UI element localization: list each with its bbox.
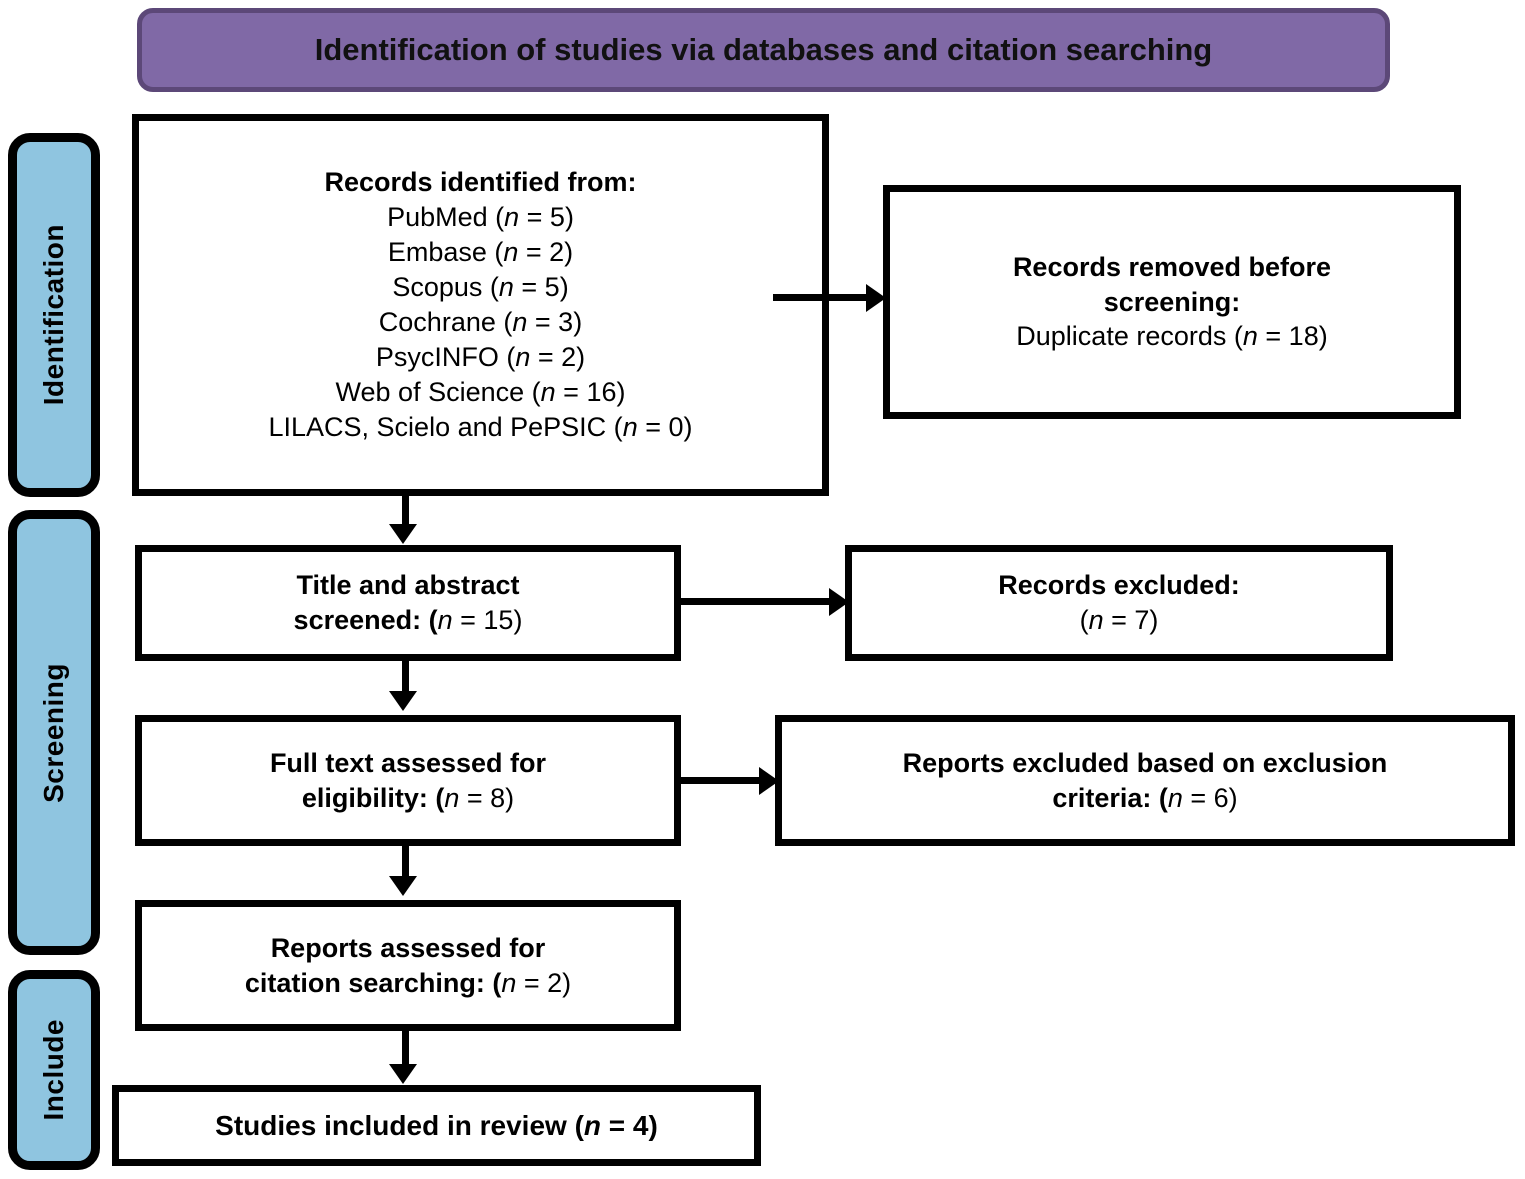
connector-screened-to-fulltext-arrowhead-icon [389, 691, 417, 711]
diagram-header-title: Identification of studies via databases … [314, 31, 1213, 67]
box-fulltext-assessed: Full text assessed for eligibility: (n =… [135, 715, 681, 846]
records-identified-source-scopus: Scopus (n = 5) [392, 271, 569, 302]
stage-pill-include: Include [8, 970, 100, 1170]
records-identified-source-web-of-science: Web of Science (n = 16) [335, 377, 626, 408]
box-records-removed: Records removed before screening: Duplic… [883, 185, 1461, 419]
records-identified-source-cochrane: Cochrane (n = 3) [378, 307, 583, 337]
stage-pill-screening: Screening [8, 510, 100, 955]
box-records-identified: Records identified from: PubMed (n = 5) … [132, 114, 829, 496]
stage-pill-screening-label: Screening [38, 662, 69, 803]
box-reports-citation-searching: Reports assessed for citation searching:… [135, 900, 681, 1031]
records-excluded-count: (n = 7) [1079, 605, 1159, 635]
records-identified-source-embase: Embase (n = 2) [387, 236, 574, 267]
diagram-header-banner: Identification of studies via databases … [137, 8, 1390, 92]
stage-pill-identification: Identification [8, 133, 100, 497]
studies-included-text: Studies included in review (n = 4) [215, 1109, 658, 1141]
citation-searching-line2: citation searching: (n = 2) [244, 967, 572, 998]
connector-identified-to-removed-line [773, 294, 873, 301]
title-abstract-screened-line2: screened: (n = 15) [293, 605, 523, 635]
records-removed-heading-line1: Records removed before [1012, 252, 1332, 283]
records-identified-source-lilacs-scielo-pepsic: LILACS, Scielo and PePSIC (n = 0) [268, 412, 693, 443]
reports-excluded-line2: criteria: (n = 6) [1052, 782, 1238, 813]
records-removed-heading-line2: screening: [1103, 286, 1241, 317]
connector-screened-to-records-excluded-arrowhead-icon [829, 588, 849, 616]
fulltext-assessed-line2: eligibility: (n = 8) [301, 782, 515, 813]
connector-citation-to-included-line [402, 1030, 409, 1068]
records-identified-heading: Records identified from: [324, 166, 637, 197]
title-abstract-screened-line1: Title and abstract [296, 570, 520, 601]
stage-pill-identification-label: Identification [38, 224, 69, 406]
citation-searching-line1: Reports assessed for [270, 932, 546, 963]
fulltext-assessed-line1: Full text assessed for [269, 747, 547, 778]
records-identified-source-pubmed: PubMed (n = 5) [387, 201, 574, 232]
connector-identified-to-screened-line [402, 494, 409, 528]
connector-fulltext-to-citation-line [402, 845, 409, 878]
connector-fulltext-to-reports-excluded-line [681, 777, 767, 784]
stage-pill-include-label: Include [38, 1019, 69, 1121]
connector-screened-to-records-excluded-line [681, 598, 836, 605]
connector-fulltext-to-reports-excluded-arrowhead-icon [759, 767, 779, 795]
connector-identified-to-screened-arrowhead-icon [389, 524, 417, 544]
records-identified-source-psycinfo: PsycINFO (n = 2) [375, 342, 586, 373]
box-title-abstract-screened: Title and abstract screened: (n = 15) [135, 545, 681, 661]
connector-fulltext-to-citation-arrowhead-icon [389, 876, 417, 896]
box-studies-included: Studies included in review (n = 4) [112, 1085, 761, 1166]
records-removed-duplicates: Duplicate records (n = 18) [1016, 321, 1328, 352]
box-records-excluded: Records excluded: (n = 7) [845, 545, 1393, 661]
reports-excluded-line1: Reports excluded based on exclusion [902, 747, 1388, 778]
records-excluded-heading: Records excluded: [998, 570, 1240, 601]
connector-screened-to-fulltext-line [402, 660, 409, 693]
connector-identified-to-removed-arrowhead-icon [866, 284, 886, 312]
box-reports-excluded: Reports excluded based on exclusion crit… [775, 715, 1515, 846]
connector-citation-to-included-arrowhead-icon [389, 1064, 417, 1084]
